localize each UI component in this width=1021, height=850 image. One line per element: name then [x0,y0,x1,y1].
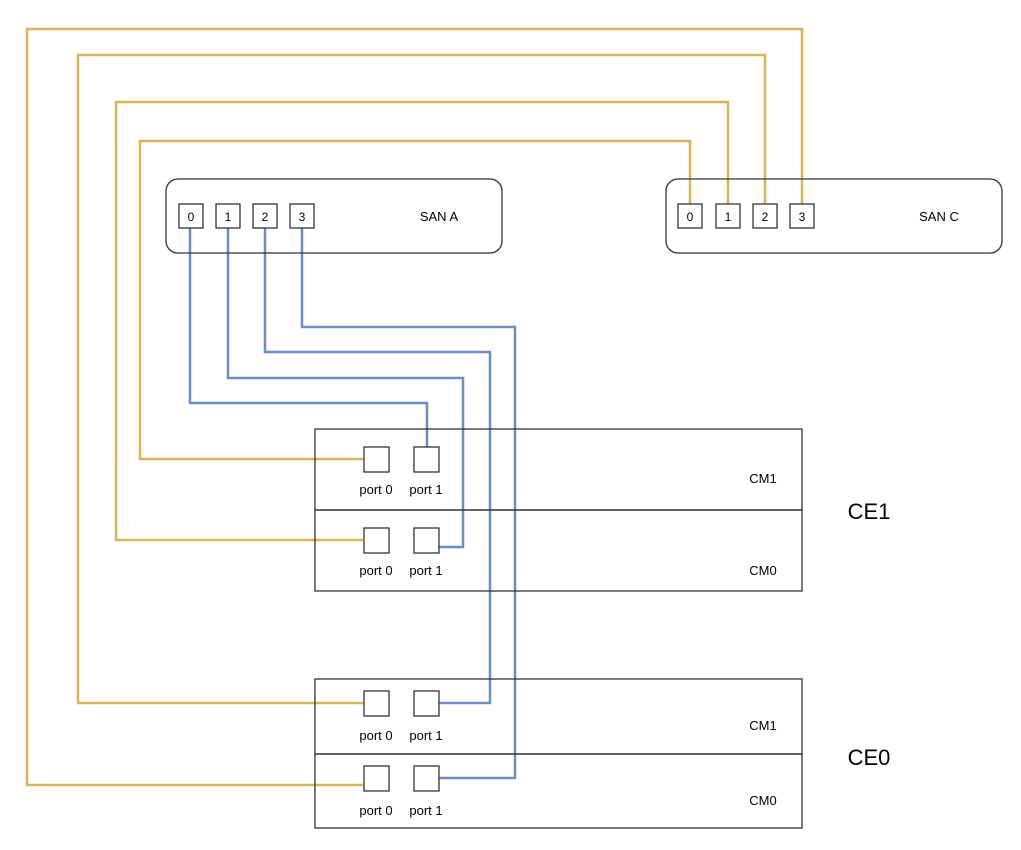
ce1-label: CE1 [848,499,891,524]
ce1-cm0-port-0[interactable] [363,527,390,554]
ce1-cm1-port-0-label: port 0 [359,482,392,497]
link-sanc2-ce0cm1p0[interactable] [76,53,767,705]
san-a-port-0-label: 0 [188,210,195,224]
san-c-port-3-label: 3 [799,210,806,224]
san-c-port-0[interactable]: 0 [677,203,703,229]
san-a-port-3-label: 3 [299,210,306,224]
san-a-port-2-label: 2 [262,210,269,224]
ce0-cm0-port-1-label: port 1 [409,803,442,818]
ce1-cm1-port-1-label: port 1 [409,482,442,497]
ce1-cm1-label: CM1 [749,471,776,486]
ce0-cm0-port-1[interactable] [413,765,440,792]
ce0-cm0-port-0-label: port 0 [359,803,392,818]
ce0-cm1[interactable]: port 0 port 1 CM1 [314,678,803,755]
ce1-cm1-port-1[interactable] [413,446,440,473]
ce1-cm0-box [314,509,803,592]
san-a-port-3[interactable]: 3 [289,203,315,229]
san-c-port-3[interactable]: 3 [789,203,815,229]
san-c-port-2-label: 2 [762,210,769,224]
ce0-cm1-port-1-label: port 1 [409,728,442,743]
link-sana2-ce0cm1p1[interactable] [263,228,492,705]
blue-links [188,228,517,780]
san-c-port-0-label: 0 [687,210,694,224]
ce0[interactable]: port 0 port 1 CM1 port 0 port 1 CM0 CE0 [314,678,891,829]
san-a-port-0[interactable]: 0 [178,203,204,229]
san-c-port-1-label: 1 [725,210,732,224]
san-a-label: SAN A [420,209,459,224]
san-a-port-2[interactable]: 2 [252,203,278,229]
ce1-cm0[interactable]: port 0 port 1 CM0 [314,509,803,592]
ce1[interactable]: port 0 port 1 CM1 port 0 port 1 CM0 CE1 [314,428,891,592]
link-sana1-ce1cm0p1[interactable] [226,228,465,549]
san-a-port-1[interactable]: 1 [215,203,241,229]
ce0-cm1-port-0[interactable] [363,690,390,717]
ce0-cm0-label: CM0 [749,793,776,808]
san-c-port-2[interactable]: 2 [752,203,778,229]
link-sana0-ce1cm1p1[interactable] [188,228,429,447]
ce1-cm0-port-0-label: port 0 [359,563,392,578]
ce1-cm1-port-0[interactable] [363,446,390,473]
ce0-cm0-port-0[interactable] [363,765,390,792]
ce1-cm1[interactable]: port 0 port 1 CM1 [314,428,803,511]
link-sana3-ce0cm0p1[interactable] [300,228,517,780]
san-a-box [165,178,503,254]
san-c-label: SAN C [919,209,959,224]
san-a[interactable]: 0 1 2 3 SAN A [165,178,503,254]
link-sanc1-ce1cm0p0[interactable] [114,100,730,542]
ce0-cm1-label: CM1 [749,718,776,733]
ce0-label: CE0 [848,745,891,770]
san-c[interactable]: 0 1 2 3 SAN C [665,178,1003,254]
link-sanc3-ce0cm0p0[interactable] [25,27,804,787]
ce1-cm0-port-1-label: port 1 [409,563,442,578]
san-c-port-1[interactable]: 1 [715,203,741,229]
ce0-cm0[interactable]: port 0 port 1 CM0 [314,753,803,829]
ce0-cm1-port-1[interactable] [413,690,440,717]
link-sanc0-ce1cm1p0[interactable] [138,139,692,461]
ce0-cm0-box [314,753,803,829]
gold-links [25,27,804,787]
san-c-box [665,178,1003,254]
san-a-port-1-label: 1 [225,210,232,224]
ce1-cm0-port-1[interactable] [413,527,440,554]
ce0-cm1-port-0-label: port 0 [359,728,392,743]
ce1-cm0-label: CM0 [749,563,776,578]
